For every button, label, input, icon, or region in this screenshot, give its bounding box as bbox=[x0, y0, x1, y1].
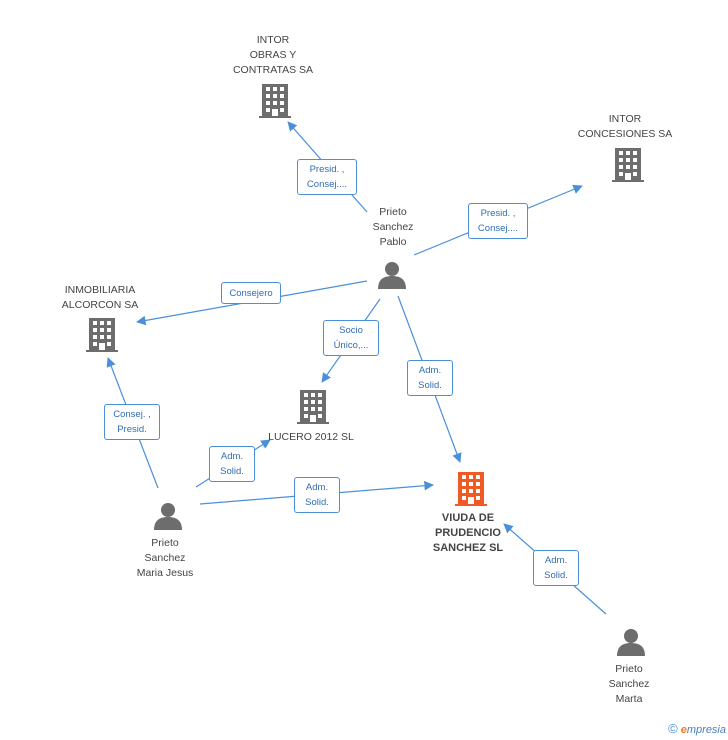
relation-text: Presid. bbox=[117, 424, 147, 435]
relation-badge[interactable]: Adm. Solid. bbox=[533, 550, 579, 586]
relation-text: Presid. , bbox=[309, 164, 345, 175]
copyright-icon: © bbox=[668, 721, 678, 736]
company-label-line: VIUDA DE bbox=[441, 512, 495, 524]
relation-text: Consejero bbox=[229, 288, 273, 299]
relation-text: Solid. bbox=[305, 497, 329, 508]
person-icon[interactable] bbox=[378, 262, 406, 289]
company-label-line: INTOR bbox=[608, 113, 642, 125]
relation-badge[interactable]: Adm. Solid. bbox=[407, 360, 453, 396]
company-label-line: ALCORCON SA bbox=[61, 299, 139, 311]
building-icon[interactable] bbox=[455, 472, 487, 506]
relation-text: Adm. bbox=[305, 482, 329, 493]
person-label-marta[interactable]: Prieto Sanchez Marta bbox=[609, 662, 650, 707]
company-label-intor-concesiones[interactable]: INTOR CONCESIONES SA bbox=[578, 112, 673, 142]
person-label-line: Prieto bbox=[615, 663, 643, 675]
company-label-inmobiliaria[interactable]: INMOBILIARIA ALCORCON SA bbox=[62, 283, 138, 313]
person-label-line: Marta bbox=[615, 693, 643, 705]
company-label-line: INMOBILIARIA bbox=[64, 284, 136, 296]
company-label-line: CONTRATAS SA bbox=[232, 64, 314, 76]
relation-text: Socio bbox=[339, 325, 363, 336]
relation-text: Único,... bbox=[333, 340, 369, 351]
company-label-line: PRUDENCIO bbox=[434, 527, 501, 539]
brand-initial: e bbox=[680, 724, 687, 736]
person-icon[interactable] bbox=[154, 503, 182, 530]
relation-badge[interactable]: Adm. Solid. bbox=[209, 446, 255, 482]
person-label-line: Maria Jesus bbox=[136, 567, 194, 579]
company-label-intor-obras[interactable]: INTOR OBRAS Y CONTRATAS SA bbox=[233, 33, 313, 78]
relation-text: Consej. , bbox=[113, 409, 151, 420]
person-label-line: Sanchez bbox=[144, 552, 186, 564]
company-label-line: LUCERO 2012 SL bbox=[268, 431, 354, 443]
company-label-line: SANCHEZ SL bbox=[432, 542, 504, 554]
relation-text: Adm. bbox=[544, 555, 568, 566]
relation-text: Solid. bbox=[544, 570, 568, 581]
building-icon[interactable] bbox=[612, 148, 644, 182]
person-label-maria-jesus[interactable]: Prieto Sanchez Maria Jesus bbox=[137, 536, 194, 581]
company-label-line: OBRAS Y bbox=[249, 49, 297, 61]
relation-text: Consej.... bbox=[306, 179, 348, 190]
relation-text: Adm. bbox=[418, 365, 442, 376]
relation-badge[interactable]: Presid. , Consej.... bbox=[297, 159, 357, 195]
relation-badge[interactable]: Presid. , Consej.... bbox=[468, 203, 528, 239]
relation-text: Solid. bbox=[418, 380, 442, 391]
building-icon[interactable] bbox=[86, 318, 118, 352]
building-icon[interactable] bbox=[259, 84, 291, 118]
building-icon[interactable] bbox=[297, 390, 329, 424]
brand-name: mpresia bbox=[686, 724, 726, 736]
company-label-line: CONCESIONES SA bbox=[577, 128, 673, 140]
company-label-line: INTOR bbox=[256, 34, 290, 46]
person-label-line: Pablo bbox=[379, 236, 407, 248]
relation-badge[interactable]: Socio Único,... bbox=[323, 320, 379, 356]
person-label-line: Sanchez bbox=[372, 221, 414, 233]
person-label-pablo[interactable]: Prieto Sanchez Pablo bbox=[373, 205, 414, 250]
person-label-line: Prieto bbox=[379, 206, 407, 218]
person-label-line: Sanchez bbox=[608, 678, 650, 690]
relation-text: Solid. bbox=[220, 466, 244, 477]
relation-text: Presid. , bbox=[480, 208, 516, 219]
person-label-line: Prieto bbox=[151, 537, 179, 549]
person-icon[interactable] bbox=[617, 629, 645, 656]
company-label-viuda[interactable]: VIUDA DE PRUDENCIO SANCHEZ SL bbox=[433, 511, 503, 556]
relation-text: Adm. bbox=[220, 451, 244, 462]
relation-badge[interactable]: Consejero bbox=[221, 282, 281, 304]
empresia-footer[interactable]: © empresia bbox=[668, 721, 726, 736]
relation-text: Consej.... bbox=[477, 223, 519, 234]
relation-badge[interactable]: Consej. , Presid. bbox=[104, 404, 160, 440]
relation-badge[interactable]: Adm. Solid. bbox=[294, 477, 340, 513]
company-label-lucero[interactable]: LUCERO 2012 SL bbox=[268, 430, 354, 445]
